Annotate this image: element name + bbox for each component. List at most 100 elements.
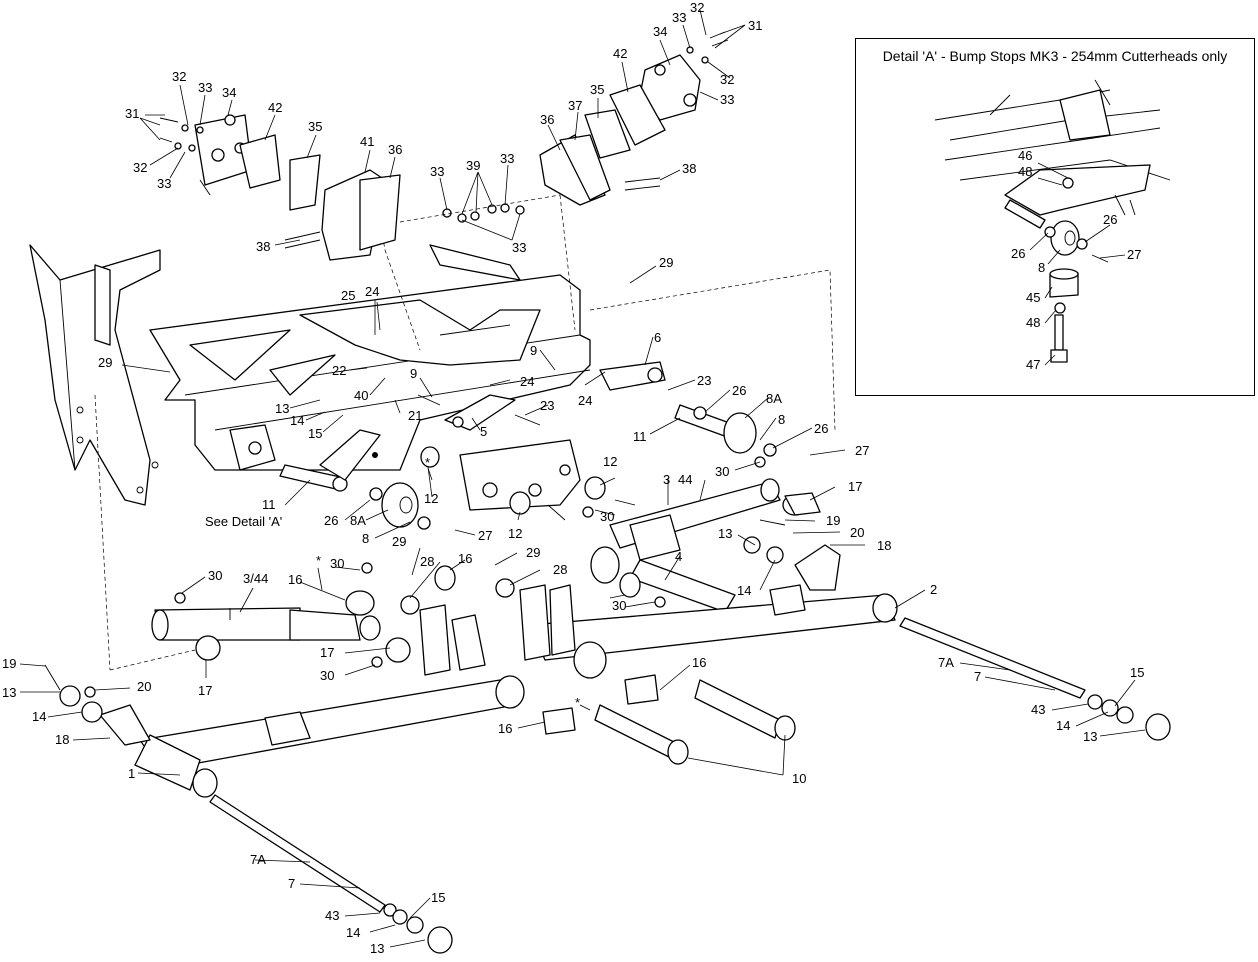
callout: 15 — [308, 426, 322, 441]
callout: 16 — [458, 551, 472, 566]
callout: 29 — [659, 255, 673, 270]
detail-callout: 45 — [1026, 290, 1040, 305]
callout: 33 — [430, 164, 444, 179]
callout: 39 — [466, 158, 480, 173]
callout: 30 — [208, 568, 222, 583]
callout: 20 — [137, 679, 151, 694]
callout: 11 — [262, 497, 276, 512]
callout: 20 — [850, 525, 864, 540]
callout: 13 — [1083, 729, 1097, 744]
detail-callout: 27 — [1127, 247, 1141, 262]
callout: 9 — [530, 343, 537, 358]
callout: 6 — [654, 330, 661, 345]
callout: 18 — [55, 732, 69, 747]
callout: 35 — [590, 82, 604, 97]
callout: 32 — [133, 160, 147, 175]
callout: 30 — [600, 509, 614, 524]
detail-a-drawing — [934, 79, 1171, 363]
callout: 14 — [32, 709, 46, 724]
callout: 30 — [330, 556, 344, 571]
callout: 36 — [388, 142, 402, 157]
callout: 18 — [877, 538, 891, 553]
callout: 5 — [480, 424, 487, 439]
callout: 7 — [288, 876, 295, 891]
callout: 9 — [410, 366, 417, 381]
callout: 44 — [678, 472, 692, 487]
callout: 19 — [2, 656, 16, 671]
callout: 33 — [672, 10, 686, 25]
detail-callout: 46 — [1018, 148, 1032, 163]
callout: 2 — [930, 582, 937, 597]
see-detail-label: See Detail 'A' — [205, 514, 282, 529]
callout: 33 — [500, 151, 514, 166]
callout: 34 — [653, 24, 667, 39]
callout: 26 — [324, 513, 338, 528]
callout: 8A — [766, 391, 782, 406]
callout: * — [425, 455, 430, 470]
callout: 3 — [663, 472, 670, 487]
callout: 21 — [408, 408, 422, 423]
callout: 33 — [157, 176, 171, 191]
callout: 27 — [855, 443, 869, 458]
detail-callout: 26 — [1103, 212, 1117, 227]
callout: 16 — [692, 655, 706, 670]
detail-callout: 48 — [1018, 164, 1032, 179]
callout: 33 — [512, 240, 526, 255]
callout: 15 — [1130, 665, 1144, 680]
callout: 12 — [424, 491, 438, 506]
callout: 15 — [431, 890, 445, 905]
callout: 25 — [341, 288, 355, 303]
callout: 7A — [250, 852, 266, 867]
callout: 28 — [420, 554, 434, 569]
callout: 3/44 — [243, 571, 268, 586]
callout: 29 — [526, 545, 540, 560]
callout: 8 — [778, 412, 785, 427]
right-bump-bracket-assembly — [399, 31, 729, 223]
callout: 1 — [128, 766, 135, 781]
callout: 23 — [697, 373, 711, 388]
callout: 24 — [578, 393, 592, 408]
detail-a-title: Detail 'A' - Bump Stops MK3 - 254mm Cutt… — [882, 48, 1228, 64]
callout: 43 — [325, 908, 339, 923]
callout: 33 — [198, 80, 212, 95]
callout: 12 — [508, 526, 522, 541]
detail-callout: 8 — [1038, 260, 1045, 275]
callout: 24 — [520, 374, 534, 389]
callout: 23 — [540, 398, 554, 413]
callout: 10 — [792, 771, 806, 786]
callout: 32 — [720, 72, 734, 87]
callout: 30 — [320, 668, 334, 683]
callout: 33 — [720, 92, 734, 107]
callout: 13 — [370, 941, 384, 956]
callout: 38 — [256, 239, 270, 254]
callout: 13 — [275, 401, 289, 416]
callout: 26 — [814, 421, 828, 436]
callout: 35 — [308, 119, 322, 134]
callout: 28 — [553, 562, 567, 577]
callout: 34 — [222, 85, 236, 100]
callout: 16 — [498, 721, 512, 736]
detail-callout: 48 — [1026, 315, 1040, 330]
callout: 37 — [568, 98, 582, 113]
callout: 32 — [690, 0, 704, 15]
callout: 14 — [290, 413, 304, 428]
callout: 8 — [362, 531, 369, 546]
callout: 12 — [603, 454, 617, 469]
callout: 31 — [125, 106, 139, 121]
main-frame — [29, 194, 836, 671]
callout: 16 — [288, 572, 302, 587]
callout: 19 — [826, 513, 840, 528]
callout: 42 — [268, 100, 282, 115]
callout: 13 — [718, 526, 732, 541]
callout: 7A — [938, 655, 954, 670]
callout: 22 — [332, 363, 346, 378]
callout: 38 — [682, 161, 696, 176]
callout: 24 — [365, 284, 379, 299]
callout: 17 — [198, 683, 212, 698]
callout: 14 — [737, 583, 751, 598]
callout: 13 — [2, 685, 16, 700]
callout: 43 — [1031, 702, 1045, 717]
callout: 17 — [320, 645, 334, 660]
callout: 36 — [540, 112, 554, 127]
